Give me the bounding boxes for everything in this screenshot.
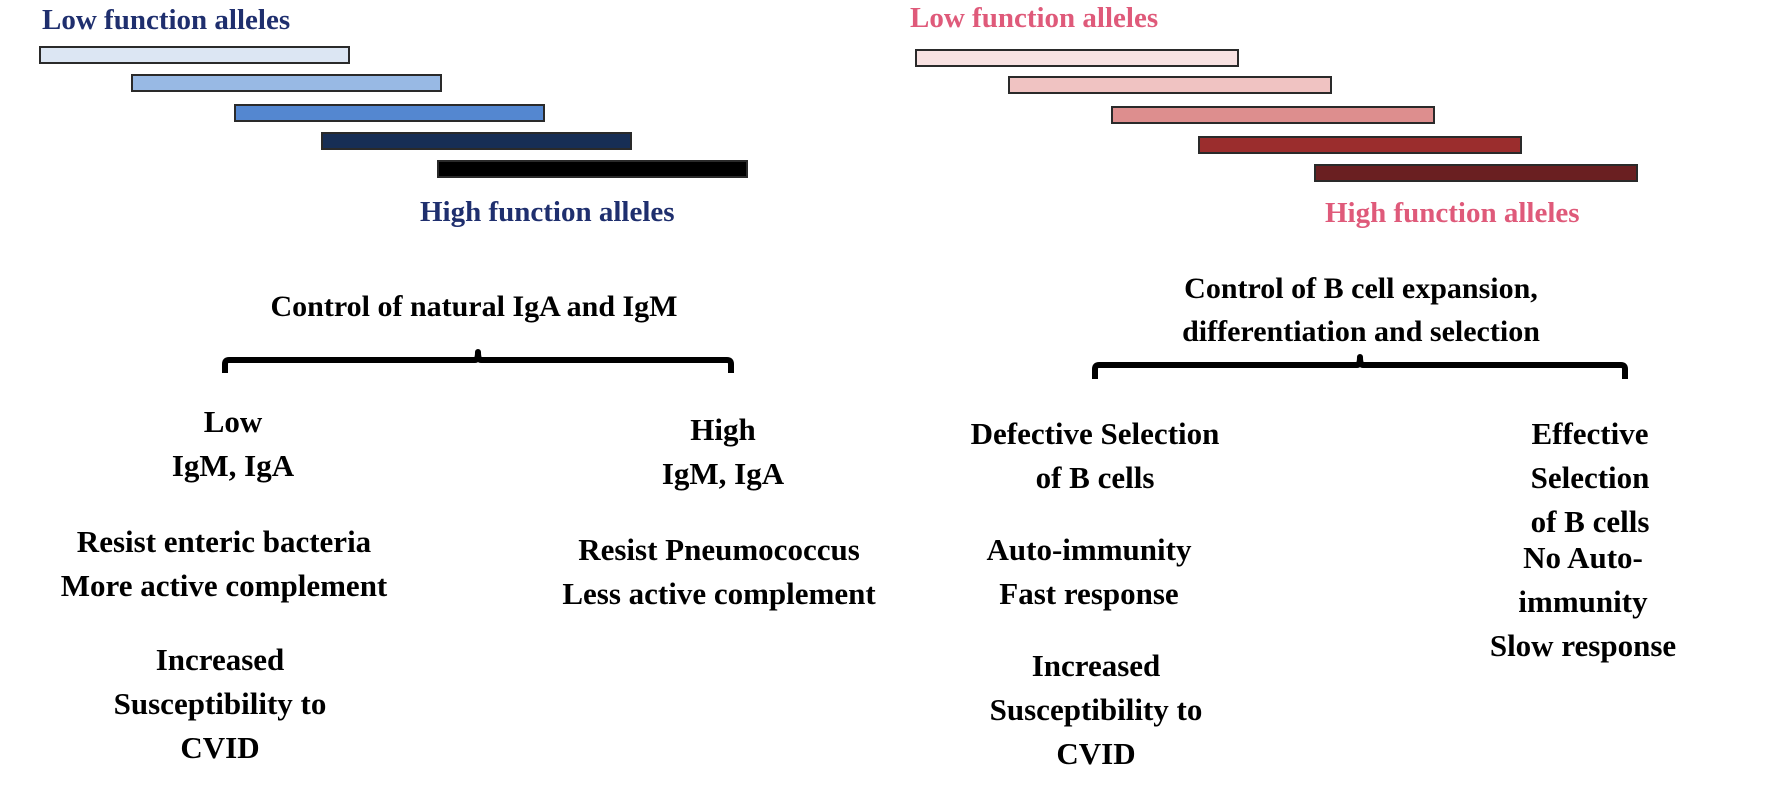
left-high-branch-effects: Resist Pneumococcus Less active compleme… xyxy=(562,532,876,612)
right-allele-bar xyxy=(1198,136,1522,154)
right-allele-bar xyxy=(1008,76,1332,94)
right-defective-branch-effects: Auto-immunity Fast response xyxy=(986,532,1192,612)
left-allele-bar xyxy=(234,104,545,122)
left-high-branch-title: High IgM, IgA xyxy=(661,412,785,492)
right-heading: Control of B cell expansion, differentia… xyxy=(1182,272,1540,348)
left-high-function-label: High function alleles xyxy=(420,196,675,228)
right-effective-branch-title: Effective Selection of B cells xyxy=(1530,416,1650,540)
left-allele-bar xyxy=(131,74,442,92)
right-defective-branch-outcome: Increased Susceptibility to CVID xyxy=(989,648,1203,772)
right-allele-bar xyxy=(1111,106,1435,124)
right-bracket xyxy=(1092,354,1628,379)
left-allele-bar xyxy=(437,160,748,178)
left-heading: Control of natural IgA and IgM xyxy=(270,290,678,323)
left-allele-bar xyxy=(39,46,350,64)
left-low-branch-title: Low IgM, IgA xyxy=(171,404,295,484)
left-low-branch-effects: Resist enteric bacteria More active comp… xyxy=(60,524,388,604)
right-low-function-label: Low function alleles xyxy=(910,2,1159,34)
left-low-function-label: Low function alleles xyxy=(42,4,291,36)
left-bracket xyxy=(222,349,734,373)
right-high-function-label: High function alleles xyxy=(1325,197,1580,229)
left-low-branch-outcome: Increased Susceptibility to CVID xyxy=(113,642,327,766)
right-allele-bar xyxy=(915,49,1239,67)
right-defective-branch-title: Defective Selection of B cells xyxy=(970,416,1220,496)
right-allele-bar xyxy=(1314,164,1638,182)
right-effective-branch-effects: No Auto-immunity Slow response xyxy=(1489,540,1677,664)
left-allele-bar xyxy=(321,132,632,150)
